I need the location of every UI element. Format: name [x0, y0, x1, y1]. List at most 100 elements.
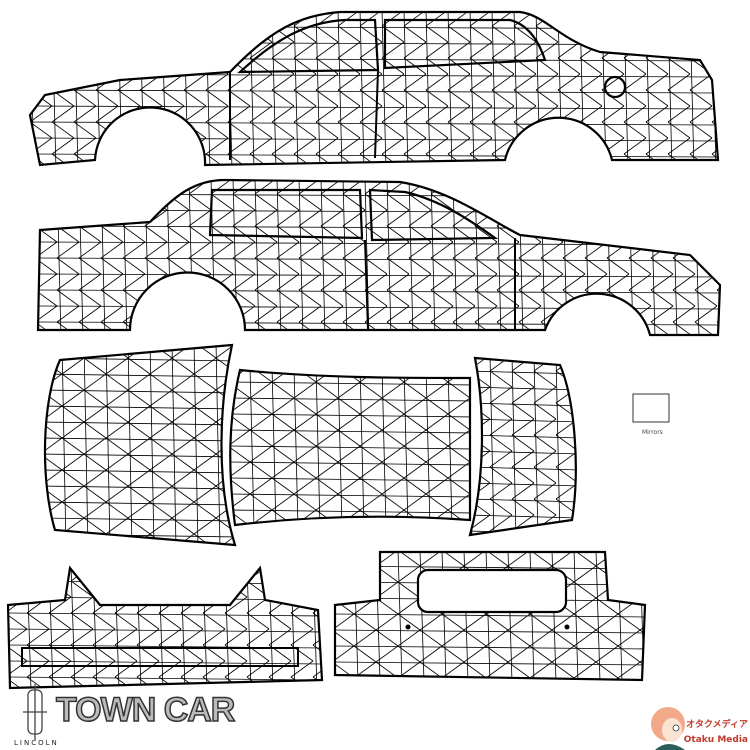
mesh-line	[694, 289, 718, 307]
mesh-line	[61, 485, 85, 503]
mesh-line	[73, 105, 97, 123]
mesh-line	[105, 517, 129, 535]
mesh-line	[83, 485, 107, 503]
mesh-line	[127, 437, 151, 455]
mesh-line	[533, 418, 557, 436]
mesh-line	[386, 305, 410, 323]
mesh-line	[26, 568, 50, 582]
mesh-line	[271, 477, 295, 495]
mesh-line	[224, 568, 230, 688]
mesh-line	[70, 676, 94, 688]
mesh-line	[403, 25, 427, 43]
mesh-line	[320, 225, 344, 243]
mesh-line	[578, 355, 600, 371]
mesh-line	[144, 225, 168, 243]
mesh-line	[202, 660, 226, 678]
mesh-line	[469, 57, 493, 75]
mesh-line	[535, 105, 559, 123]
mesh-line	[469, 25, 493, 43]
mesh-line	[180, 580, 204, 598]
mesh-line	[425, 12, 431, 165]
mesh-line	[48, 628, 72, 646]
mesh-line	[61, 389, 85, 407]
mesh-line	[386, 273, 410, 291]
mesh-line	[48, 568, 54, 688]
mesh-line	[335, 677, 355, 680]
mesh-line	[26, 596, 50, 614]
mesh-line	[30, 12, 53, 27]
mesh-line	[408, 193, 432, 211]
mesh-line	[100, 257, 124, 275]
mesh-line	[293, 397, 317, 415]
mesh-line	[470, 450, 576, 455]
mesh-line	[149, 485, 173, 503]
mesh-line	[271, 121, 295, 139]
mesh-line	[491, 121, 515, 139]
mesh-line	[579, 25, 603, 43]
mesh-line	[672, 180, 696, 195]
mesh-line	[606, 225, 630, 243]
mesh-line	[30, 170, 720, 173]
mesh-line	[268, 568, 292, 582]
mesh-line	[171, 517, 195, 535]
mesh-line	[491, 25, 515, 43]
mesh-line	[474, 257, 498, 275]
mesh-line	[315, 381, 339, 399]
mesh-line	[419, 661, 443, 679]
mesh-line	[342, 273, 366, 291]
mesh-line	[578, 499, 600, 515]
mesh-line	[38, 257, 720, 262]
mesh-line	[202, 568, 226, 582]
mesh-line	[382, 526, 404, 542]
lincoln-star-logo	[23, 684, 47, 740]
mesh-line	[419, 613, 443, 631]
mesh-line	[95, 57, 119, 75]
mesh-line	[44, 437, 63, 455]
mesh-line	[335, 645, 645, 650]
mesh-line	[83, 373, 107, 391]
mesh-line	[268, 612, 292, 630]
mesh-line	[158, 568, 182, 582]
mesh-line	[254, 225, 278, 243]
mesh-line	[404, 526, 426, 542]
mesh-line	[606, 193, 630, 211]
mesh-line	[337, 370, 361, 383]
mesh-line	[606, 273, 630, 291]
mesh-line	[337, 445, 361, 463]
mesh-line	[540, 180, 564, 195]
mesh-line	[276, 241, 300, 259]
mesh-line	[144, 321, 168, 335]
mesh-line	[122, 225, 146, 243]
mesh-line	[578, 371, 600, 387]
mesh-line	[249, 397, 273, 415]
mesh-line	[555, 358, 576, 372]
mesh-line	[491, 73, 515, 91]
mesh-line	[268, 660, 292, 678]
mesh-line	[716, 209, 720, 227]
mesh-line	[513, 73, 537, 91]
mesh-line	[342, 225, 366, 243]
mesh-line	[650, 305, 674, 323]
mesh-line	[430, 289, 454, 307]
mesh-line	[210, 257, 234, 275]
mesh-line	[578, 419, 600, 435]
mesh-line	[127, 469, 151, 487]
mesh-line	[578, 483, 600, 499]
mesh-line	[70, 628, 94, 646]
mesh-line	[419, 629, 443, 647]
mesh-line	[315, 413, 339, 431]
mesh-line	[430, 273, 454, 291]
mesh-line	[127, 485, 151, 503]
mesh-line	[579, 57, 603, 75]
mesh-line	[452, 180, 476, 195]
mesh-line	[180, 628, 204, 646]
mesh-line	[232, 209, 256, 227]
mesh-line	[205, 121, 229, 139]
mesh-line	[470, 482, 576, 487]
mesh-line	[44, 501, 235, 506]
mesh-line	[70, 612, 94, 630]
mesh-line	[533, 434, 557, 452]
mesh-line	[171, 405, 195, 423]
mesh-line	[205, 137, 229, 155]
mesh-line	[293, 41, 317, 59]
